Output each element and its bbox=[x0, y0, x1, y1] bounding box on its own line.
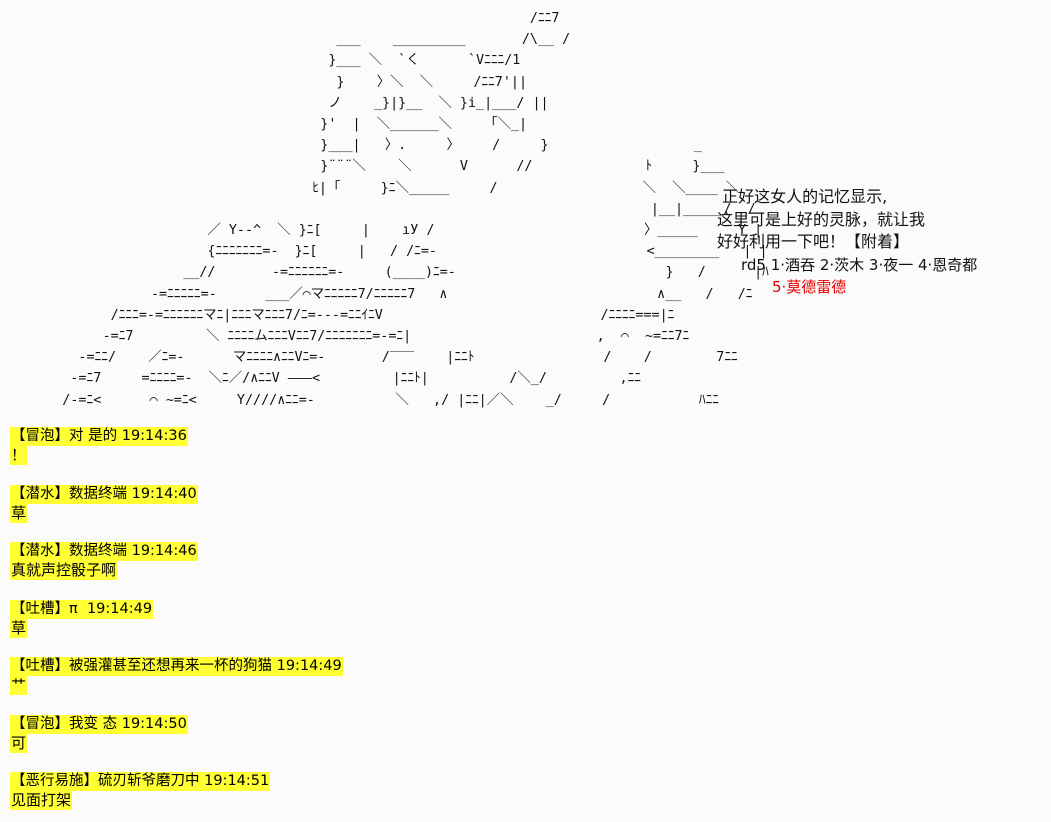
chat-message: 【潜水】数据终端 19:14:46 真就声控骰子啊 bbox=[10, 542, 710, 600]
caption-line: 正好这女人的记忆显示, bbox=[717, 187, 888, 206]
ascii-art-line: -=ﾆ7 ＼ ﾆﾆﾆﾆムﾆﾆﾆVﾆﾆ7/ﾆﾆﾆﾆﾆﾆﾆ=-=ﾆ| , ⌒ ~=ﾆ… bbox=[22, 329, 690, 345]
ascii-art-line: }___ ＼ `く `Vﾆﾆﾆ/1 bbox=[22, 53, 521, 69]
ascii-art-line: /ﾆﾆﾆ=-=ﾆﾆﾆﾆﾆﾆマﾆ|ﾆﾆﾆマﾆﾆﾆ7/ﾆ=---=ﾆﾆｲﾆV /ﾆﾆ… bbox=[22, 307, 675, 323]
message-header: 【冒泡】对 是的 19:14:36 bbox=[10, 427, 188, 446]
ascii-art-line: -=ﾆ7 =ﾆﾆﾆﾆ=- ＼ﾆ／/∧ﾆﾆV ―――< |ﾆﾆﾄ| /＼_/ ,ﾆ… bbox=[22, 371, 641, 387]
art-caption: 正好这女人的记忆显示, 这里可是上好的灵脉，就让我 好好利用一下吧！【附着】 r… bbox=[717, 186, 977, 299]
message-header: 【吐槽】π 19:14:49 bbox=[10, 599, 154, 619]
message-body: 真就声控骰子啊 bbox=[10, 561, 118, 580]
ascii-art-line: -=ﾆﾆﾆﾆﾆ=- ___／⌒マﾆﾆﾆﾆﾆ7/ﾆﾆﾆﾆﾆ7 ∧ ∧__ / /ﾆ bbox=[22, 286, 753, 302]
message-header: 【潜水】数据终端 19:14:40 bbox=[10, 484, 198, 504]
chat-message: 【恶行易施】硫刃斩爷磨刀中 19:14:51 见面打架 bbox=[10, 772, 710, 822]
chat-message: 【吐槽】被强灌甚至还想再来一杯的狗猫 19:14:49 艹 bbox=[10, 657, 710, 715]
roll-options: rd5 1·酒吞 2·茨木 3·夜一 4·恩奇都 bbox=[741, 255, 978, 274]
message-body: 艹 bbox=[10, 676, 28, 695]
caption-line: 好好利用一下吧！【附着】 bbox=[717, 232, 910, 251]
ascii-art-line: ノ _}|}__ ＼ }i_|___/ || bbox=[22, 95, 549, 111]
ascii-art-line: ／ Y--^ ＼ }ﾆ[ | ıУ / 〉_____ Y | bbox=[22, 223, 763, 239]
message-header: 【冒泡】我变 态 19:14:50 bbox=[10, 714, 188, 734]
message-body: 见面打架 bbox=[10, 791, 73, 810]
message-header: 【恶行易施】硫刃斩爷磨刀中 19:14:51 bbox=[10, 772, 271, 791]
ascii-art-line: ___ _________ /\__ / bbox=[22, 32, 571, 48]
chat-message: 【吐槽】π 19:14:49 草 bbox=[10, 599, 710, 658]
ascii-art-line: ﾋ|「 }ﾆ＼_____ / ＼ ＼____ ＼ bbox=[22, 180, 740, 196]
chat-message: 【冒泡】对 是的 19:14:36 ！ bbox=[10, 427, 710, 485]
roll-result: 5·莫德雷德 bbox=[772, 278, 847, 296]
ascii-art-line: __// -=ﾆﾆﾆﾆﾆﾆ=- (____)ﾆ=- } / |ﾊ bbox=[22, 265, 769, 281]
chat-message: 【冒泡】我变 态 19:14:50 可 bbox=[10, 714, 710, 773]
message-header: 【潜水】数据终端 19:14:46 bbox=[10, 542, 198, 561]
message-body: 草 bbox=[10, 503, 28, 523]
message-body: 可 bbox=[10, 733, 28, 753]
ascii-art-line: |__|_____/ / bbox=[22, 201, 756, 217]
ascii-art-line: } 〉＼ ＼ /ﾆﾆ7'|| bbox=[22, 74, 528, 90]
ascii-art-line: /-=ﾆ< ⌒ ~=ﾆ< Y////∧ﾆﾆ=- ＼ ,/ |ﾆﾆ|／＼ _/ /… bbox=[22, 392, 720, 408]
message-body: 草 bbox=[10, 618, 28, 638]
message-body: ！ bbox=[10, 446, 28, 465]
ascii-art-line: }' | ＼______＼ 「＼_| bbox=[22, 117, 528, 133]
ascii-art-line: {ﾆﾆﾆﾆﾆﾆﾆ=- }ﾆ[ | / /ﾆ=- <________ | | bbox=[22, 244, 768, 260]
message-header: 【吐槽】被强灌甚至还想再来一杯的狗猫 19:14:49 bbox=[10, 657, 343, 676]
ascii-art-line: /ﾆﾆ7 bbox=[22, 11, 560, 26]
ascii-art-line: }¨¨¨＼ ＼ V // ﾄ }___ bbox=[22, 159, 725, 175]
chat-log: 【冒泡】对 是的 19:14:36 ！ 【潜水】数据终端 19:14:40 草 … bbox=[10, 427, 710, 822]
ascii-art-line: }___| 〉. 〉 / } _ bbox=[22, 138, 702, 154]
caption-line: 这里可是上好的灵脉，就让我 bbox=[717, 209, 926, 229]
ascii-art: /ﾆﾆ7 ___ _________ /\__ / }___ ＼ `く `Vﾆﾆ… bbox=[22, 8, 769, 411]
chat-message: 【潜水】数据终端 19:14:40 草 bbox=[10, 484, 710, 543]
ascii-art-line: -=ﾆﾆ/ ／ﾆ=- マﾆﾆﾆﾆ∧ﾆﾆVﾆ=- /‾‾‾ |ﾆﾆﾄ / / 7ﾆ… bbox=[22, 350, 738, 366]
